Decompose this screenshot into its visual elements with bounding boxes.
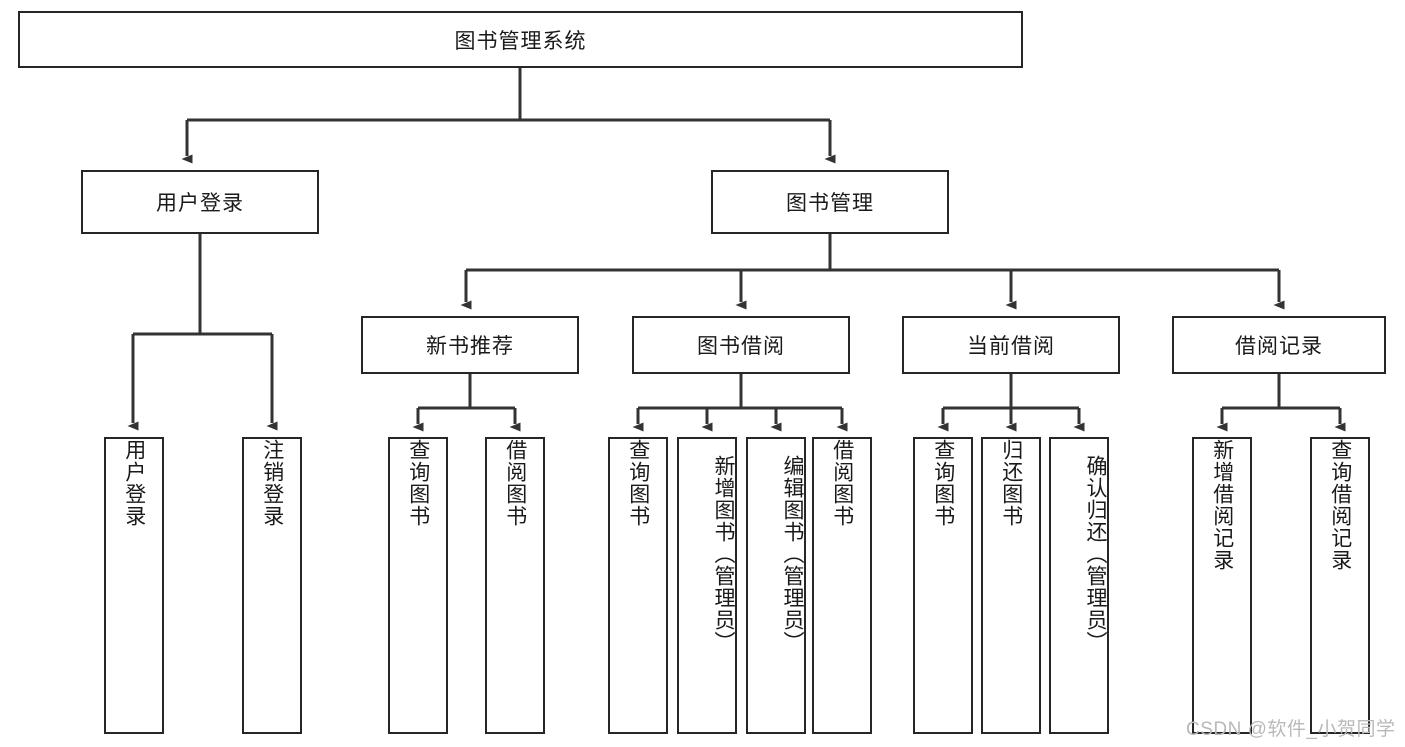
node-leaf-query-record-label: 查询借阅记录: [1328, 439, 1352, 571]
node-leaf-query-book-rec[interactable]: 查询图书: [388, 437, 448, 734]
node-leaf-confirm-return-label: 确认归还（管理员）: [1084, 455, 1107, 653]
node-new-book-recommend-label: 新书推荐: [426, 335, 514, 358]
node-leaf-confirm-return[interactable]: 确认归还（管理员）: [1049, 437, 1109, 734]
node-current-borrow-label: 当前借阅: [967, 335, 1055, 358]
node-leaf-user-logout-label: 注销登录: [260, 439, 284, 527]
node-borrow-record[interactable]: 借阅记录: [1172, 316, 1386, 374]
node-leaf-add-book-label: 新增图书（管理员）: [712, 455, 735, 653]
node-new-book-recommend[interactable]: 新书推荐: [361, 316, 579, 374]
node-book-borrow[interactable]: 图书借阅: [632, 316, 850, 374]
node-root[interactable]: 图书管理系统: [18, 11, 1023, 68]
node-leaf-query-book-rec-label: 查询图书: [406, 439, 430, 527]
node-user-login[interactable]: 用户登录: [81, 170, 319, 234]
node-leaf-return-book-label: 归还图书: [999, 439, 1023, 527]
node-leaf-user-logout[interactable]: 注销登录: [242, 437, 302, 734]
node-leaf-query-record[interactable]: 查询借阅记录: [1310, 437, 1370, 734]
node-leaf-borrow-book-label: 借阅图书: [830, 439, 854, 527]
node-leaf-borrow-book-rec[interactable]: 借阅图书: [485, 437, 545, 734]
node-borrow-record-label: 借阅记录: [1235, 335, 1323, 358]
node-leaf-borrow-book[interactable]: 借阅图书: [812, 437, 872, 734]
node-book-borrow-label: 图书借阅: [697, 335, 785, 358]
node-leaf-add-record-label: 新增借阅记录: [1210, 439, 1234, 571]
node-leaf-add-book[interactable]: 新增图书（管理员）: [677, 437, 737, 734]
node-book-manage[interactable]: 图书管理: [711, 170, 949, 234]
node-book-manage-label: 图书管理: [786, 192, 874, 215]
node-leaf-edit-book[interactable]: 编辑图书（管理员）: [746, 437, 806, 734]
node-user-login-label: 用户登录: [156, 192, 244, 215]
watermark-text: CSDN @软件_小贺同学: [1186, 719, 1396, 740]
node-leaf-user-login-label: 用户登录: [122, 439, 146, 527]
node-leaf-return-book[interactable]: 归还图书: [981, 437, 1041, 734]
node-leaf-add-record[interactable]: 新增借阅记录: [1192, 437, 1252, 734]
node-leaf-user-login[interactable]: 用户登录: [104, 437, 164, 734]
node-root-label: 图书管理系统: [454, 29, 587, 53]
node-leaf-query-book-borrow-label: 查询图书: [626, 439, 650, 527]
node-leaf-query-book-cur[interactable]: 查询图书: [913, 437, 973, 734]
node-leaf-query-book-borrow[interactable]: 查询图书: [608, 437, 668, 734]
node-leaf-borrow-book-rec-label: 借阅图书: [503, 439, 527, 527]
node-current-borrow[interactable]: 当前借阅: [902, 316, 1120, 374]
node-leaf-query-book-cur-label: 查询图书: [931, 439, 955, 527]
node-leaf-edit-book-label: 编辑图书（管理员）: [781, 455, 804, 653]
